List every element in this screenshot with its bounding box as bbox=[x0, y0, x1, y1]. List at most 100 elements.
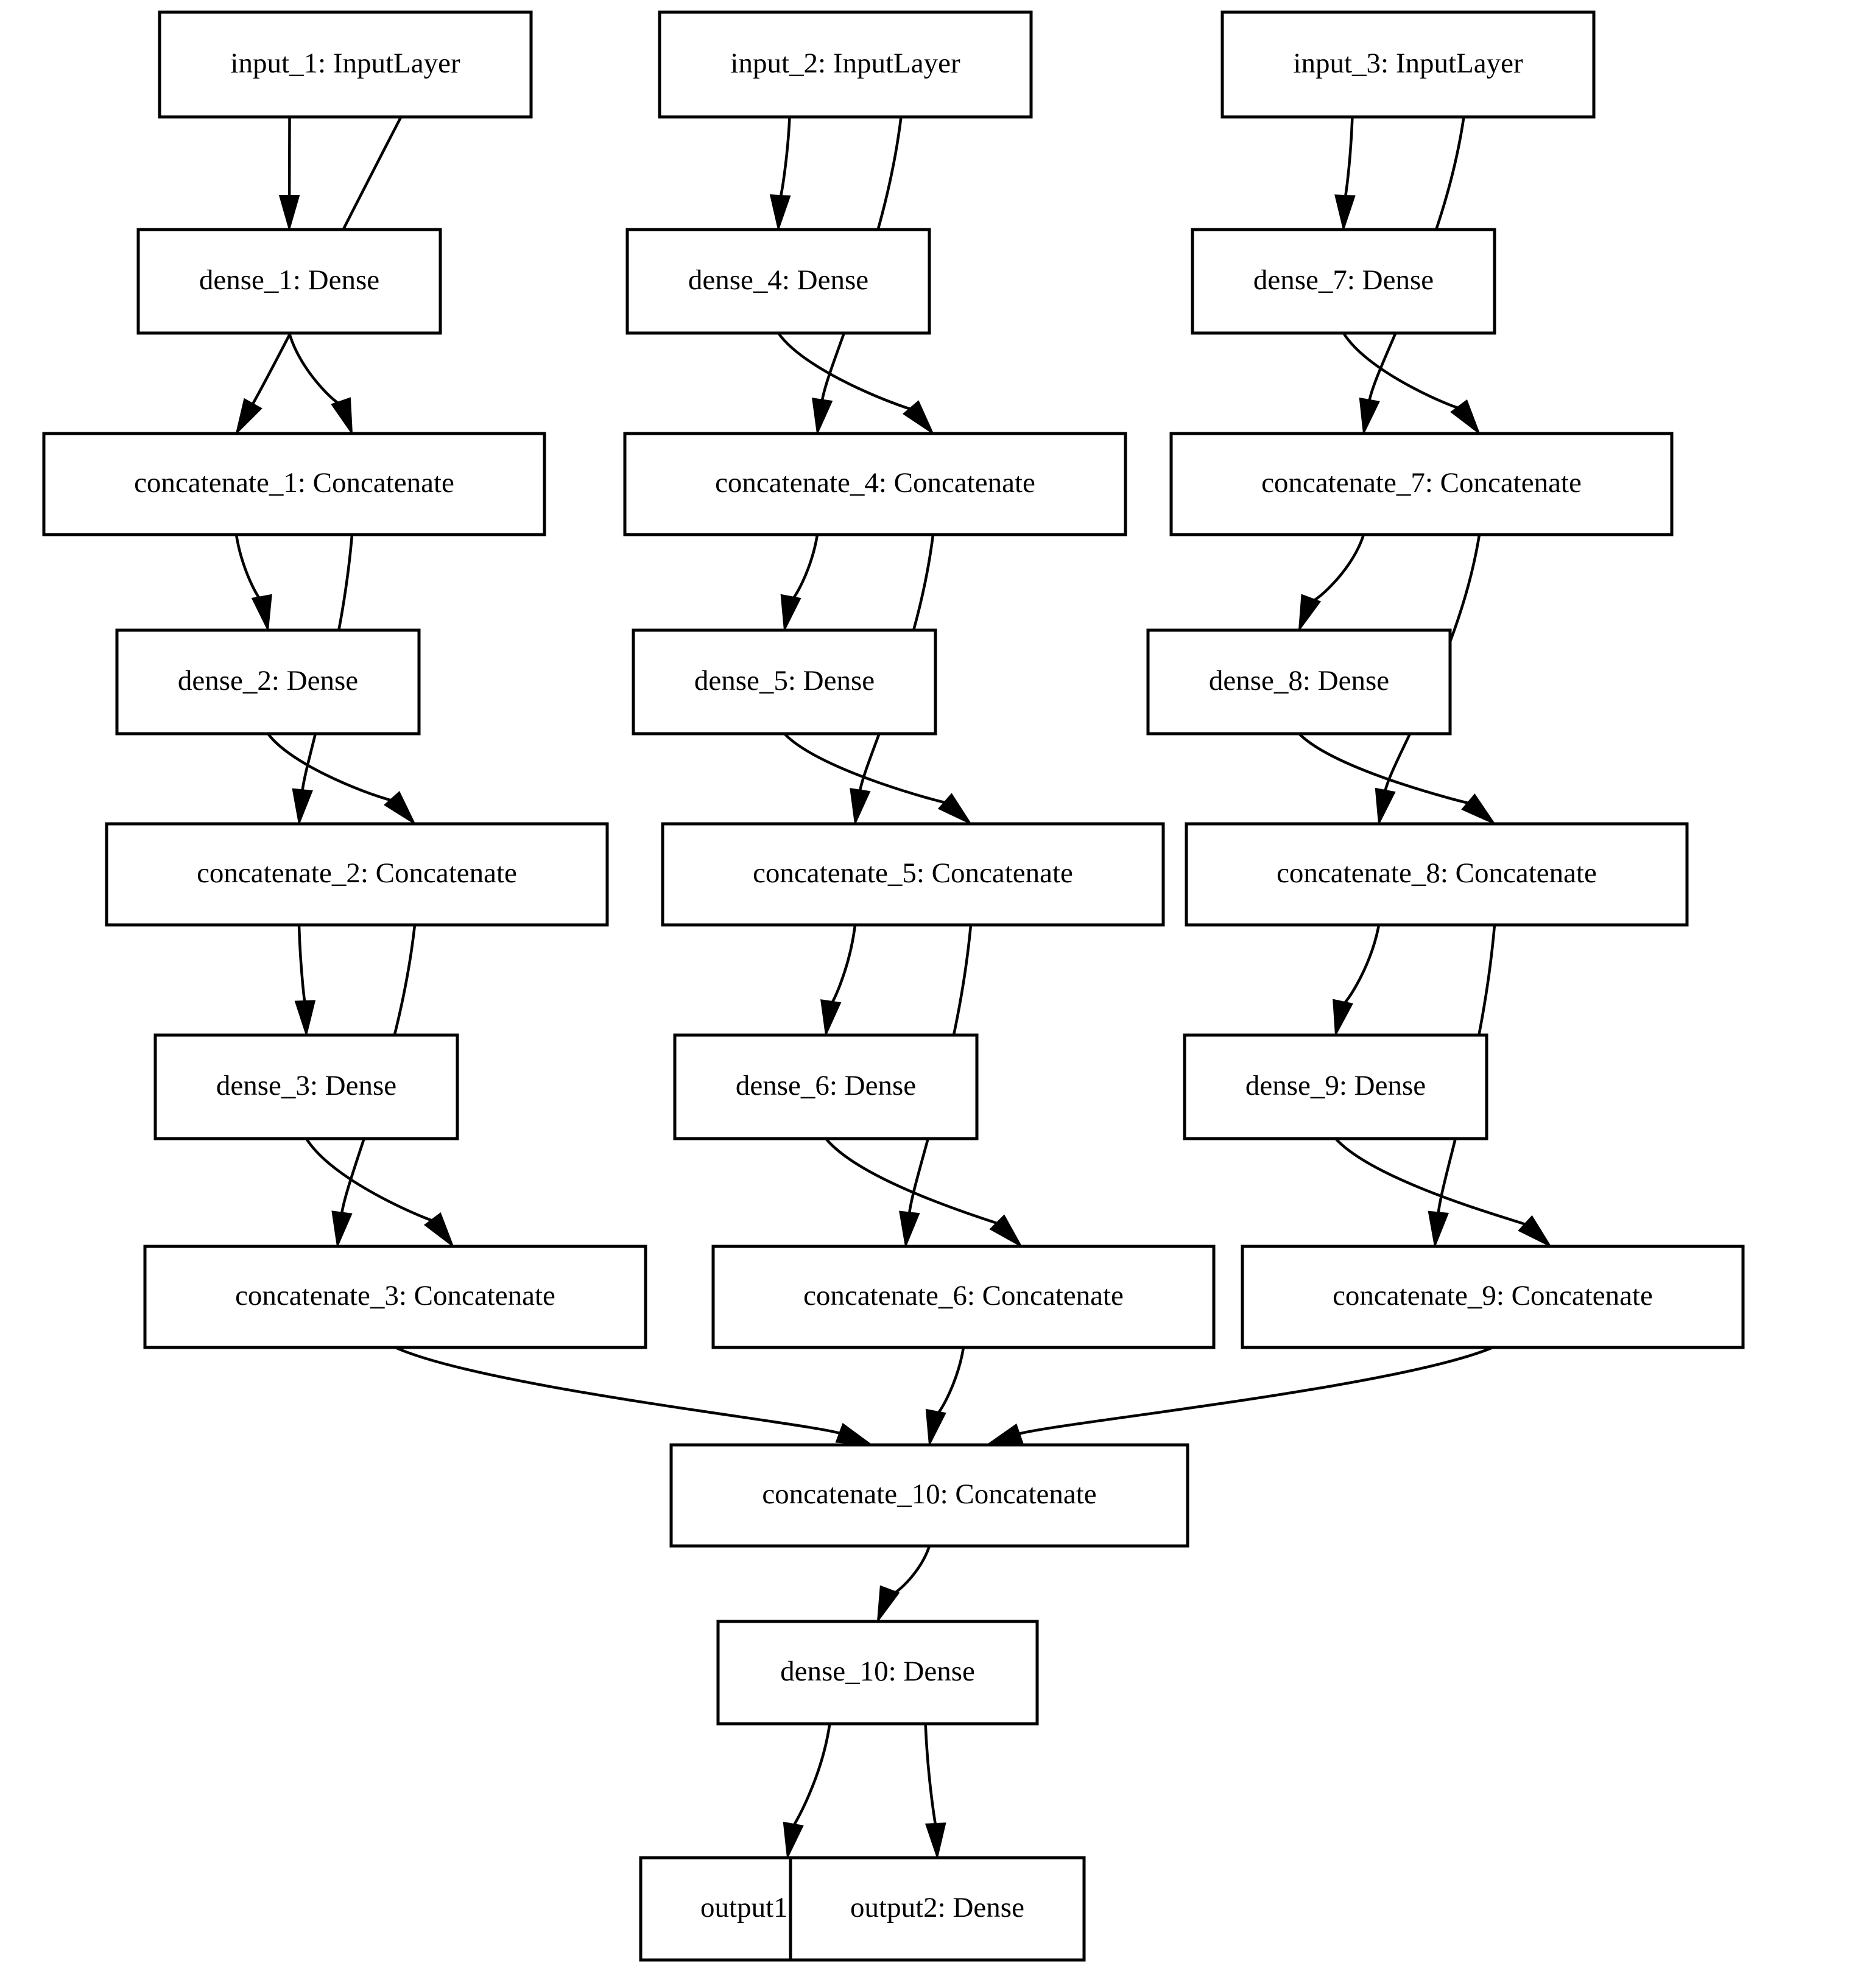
edge-concatenate_2-to-dense_3 bbox=[297, 924, 307, 1006]
node-label-input_1: input_1: InputLayer bbox=[230, 47, 460, 79]
node-box-concatenate_3 bbox=[143, 1245, 647, 1349]
node-box-concatenate_7 bbox=[1169, 432, 1674, 536]
node-input_3[interactable]: input_3: InputLayer bbox=[1220, 10, 1596, 119]
node-concatenate_1[interactable]: concatenate_1: Concatenate bbox=[42, 432, 546, 536]
node-label-concatenate_4: concatenate_4: Concatenate bbox=[715, 467, 1035, 499]
node-dense_2[interactable]: dense_2: Dense bbox=[115, 628, 421, 736]
node-concatenate_5[interactable]: concatenate_5: Concatenate bbox=[661, 822, 1165, 927]
node-concatenate_10[interactable]: concatenate_10: Concatenate bbox=[669, 1443, 1189, 1548]
node-dense_9[interactable]: dense_9: Dense bbox=[1183, 1033, 1488, 1140]
edge-concatenate_6-to-concatenate_10 bbox=[934, 1347, 965, 1417]
edge-input_2-to-dense_4 bbox=[778, 116, 791, 200]
edge-concatenate_9-to-concatenate_10 bbox=[1016, 1346, 1493, 1436]
node-input_2[interactable]: input_2: InputLayer bbox=[658, 10, 1033, 119]
edge-arrowhead bbox=[783, 1821, 804, 1860]
node-label-dense_7: dense_7: Dense bbox=[1253, 264, 1434, 296]
node-box-input_1 bbox=[158, 10, 533, 119]
node-concatenate_7[interactable]: concatenate_7: Concatenate bbox=[1169, 432, 1674, 536]
node-label-dense_2: dense_2: Dense bbox=[178, 665, 358, 697]
edge-arrowhead bbox=[423, 1212, 455, 1248]
edge-dense_4-to-concatenate_4 bbox=[777, 332, 914, 411]
node-box-dense_10 bbox=[716, 1620, 1039, 1726]
edge-concatenate_3-to-concatenate_10 bbox=[395, 1346, 843, 1436]
edge-concatenate_7-to-dense_8 bbox=[1308, 534, 1365, 603]
edge-arrowhead bbox=[1428, 1210, 1449, 1249]
edge-arrowhead bbox=[989, 1214, 1023, 1248]
edge-dense_3-to-concatenate_3 bbox=[305, 1137, 436, 1223]
node-concatenate_8[interactable]: concatenate_8: Concatenate bbox=[1185, 822, 1689, 927]
node-label-concatenate_5: concatenate_5: Concatenate bbox=[753, 857, 1073, 889]
node-box-output2 bbox=[789, 1856, 1086, 1962]
edge-arrowhead bbox=[835, 1422, 874, 1446]
edge-concatenate_4-to-dense_5 bbox=[789, 534, 819, 602]
edge-arrowhead bbox=[1334, 194, 1356, 232]
edge-arrowhead bbox=[292, 788, 313, 826]
edge-dense_10-to-output1 bbox=[791, 1723, 831, 1828]
edge-concatenate_1-to-dense_2 bbox=[234, 534, 264, 602]
edge-arrowhead bbox=[1298, 594, 1322, 633]
edge-arrowhead bbox=[924, 1822, 946, 1860]
edge-arrowhead bbox=[1518, 1215, 1552, 1248]
node-box-concatenate_8 bbox=[1185, 822, 1689, 927]
node-box-dense_6 bbox=[673, 1033, 979, 1140]
node-label-dense_8: dense_8: Dense bbox=[1209, 665, 1389, 697]
node-concatenate_9[interactable]: concatenate_9: Concatenate bbox=[1241, 1245, 1745, 1349]
node-label-concatenate_2: concatenate_2: Concatenate bbox=[197, 857, 517, 889]
edge-arrowhead bbox=[384, 790, 417, 826]
node-label-concatenate_1: concatenate_1: Concatenate bbox=[134, 467, 454, 499]
node-concatenate_4[interactable]: concatenate_4: Concatenate bbox=[623, 432, 1127, 536]
node-label-concatenate_9: concatenate_9: Concatenate bbox=[1333, 1280, 1653, 1312]
node-label-output2: output2: Dense bbox=[850, 1892, 1024, 1923]
edge-arrowhead bbox=[251, 594, 272, 633]
edge-arrowhead bbox=[331, 397, 353, 436]
node-dense_6[interactable]: dense_6: Dense bbox=[673, 1033, 979, 1140]
edge-arrowhead bbox=[902, 400, 935, 435]
edge-arrowhead bbox=[278, 195, 300, 232]
edge-dense_2-to-concatenate_2 bbox=[267, 732, 395, 803]
edge-arrowhead bbox=[937, 793, 973, 826]
node-label-dense_4: dense_4: Dense bbox=[688, 264, 868, 296]
node-label-concatenate_10: concatenate_10: Concatenate bbox=[762, 1478, 1096, 1510]
edge-arrowhead bbox=[235, 398, 262, 436]
edge-arrowhead bbox=[925, 1408, 946, 1447]
node-dense_4[interactable]: dense_4: Dense bbox=[625, 228, 931, 335]
node-label-concatenate_3: concatenate_3: Concatenate bbox=[235, 1280, 555, 1312]
node-box-dense_8 bbox=[1146, 628, 1452, 736]
edge-arrowhead bbox=[985, 1423, 1024, 1446]
node-input_1[interactable]: input_1: InputLayer bbox=[158, 10, 533, 119]
node-dense_8[interactable]: dense_8: Dense bbox=[1146, 628, 1452, 736]
node-output2[interactable]: output2: Dense bbox=[789, 1856, 1086, 1962]
node-box-dense_5 bbox=[632, 628, 937, 736]
node-dense_1[interactable]: dense_1: Dense bbox=[136, 228, 442, 335]
node-box-concatenate_1 bbox=[42, 432, 546, 536]
node-box-dense_3 bbox=[153, 1033, 459, 1140]
node-dense_10[interactable]: dense_10: Dense bbox=[716, 1620, 1039, 1726]
node-label-dense_1: dense_1: Dense bbox=[199, 264, 379, 296]
edge-dense_10-to-output2 bbox=[924, 1723, 937, 1828]
edge-arrowhead bbox=[1375, 787, 1396, 826]
edge-arrowhead bbox=[294, 1000, 316, 1038]
node-concatenate_2[interactable]: concatenate_2: Concatenate bbox=[105, 822, 609, 927]
edge-dense_6-to-concatenate_6 bbox=[825, 1137, 1000, 1226]
node-label-dense_5: dense_5: Dense bbox=[694, 665, 875, 697]
node-label-dense_6: dense_6: Dense bbox=[736, 1070, 916, 1101]
node-label-dense_9: dense_9: Dense bbox=[1245, 1070, 1426, 1101]
node-concatenate_3[interactable]: concatenate_3: Concatenate bbox=[143, 1245, 647, 1349]
edge-dense_1-to-concatenate_1 bbox=[287, 332, 343, 406]
edge-concatenate_5-to-dense_6 bbox=[829, 924, 857, 1006]
node-concatenate_6[interactable]: concatenate_6: Concatenate bbox=[711, 1245, 1216, 1349]
node-box-input_3 bbox=[1220, 10, 1596, 119]
node-dense_5[interactable]: dense_5: Dense bbox=[632, 628, 937, 736]
edge-dense_9-to-concatenate_9 bbox=[1334, 1137, 1529, 1227]
node-dense_7[interactable]: dense_7: Dense bbox=[1191, 228, 1496, 335]
edge-layer bbox=[234, 116, 1552, 1860]
node-dense_3[interactable]: dense_3: Dense bbox=[153, 1033, 459, 1140]
node-box-dense_9 bbox=[1183, 1033, 1488, 1140]
node-box-dense_1 bbox=[136, 228, 442, 335]
edge-dense_7-to-concatenate_7 bbox=[1342, 332, 1462, 410]
edge-arrowhead bbox=[1461, 793, 1496, 826]
edge-arrowhead bbox=[899, 1210, 920, 1249]
edge-arrowhead bbox=[769, 194, 791, 232]
node-label-input_2: input_2: InputLayer bbox=[730, 47, 960, 79]
